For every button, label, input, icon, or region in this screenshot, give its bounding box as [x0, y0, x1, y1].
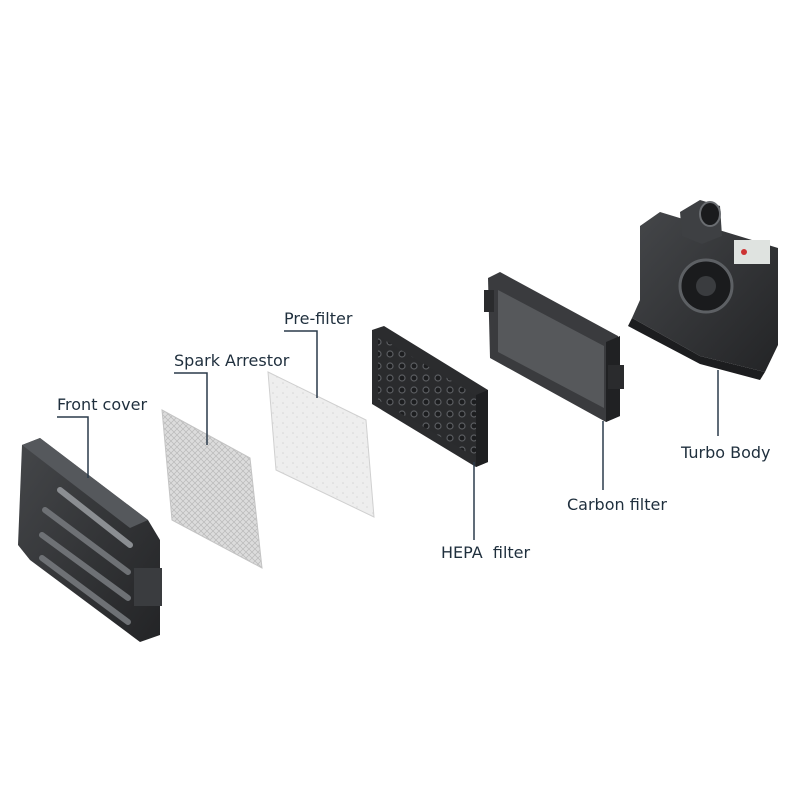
- hepa-filter-part: [372, 326, 488, 467]
- label-spark-arrestor: Spark Arrestor: [174, 351, 290, 370]
- label-carbon-filter: Carbon filter: [567, 495, 667, 514]
- pre-filter-part: [267, 371, 375, 518]
- leader-front-cover: [57, 416, 89, 478]
- turbo-body-part: [628, 200, 778, 380]
- label-pre-filter: Pre-filter: [284, 309, 353, 328]
- label-turbo-body: Turbo Body: [681, 443, 771, 462]
- leader-lines: [57, 330, 719, 540]
- label-hepa-filter: HEPA filter: [441, 543, 531, 562]
- label-front-cover: Front cover: [57, 395, 148, 414]
- leader-spark-arrestor: [174, 372, 208, 445]
- front-cover-part: [18, 438, 162, 642]
- leader-pre-filter: [284, 330, 318, 398]
- carbon-filter-part: [484, 272, 624, 422]
- spark-arrestor-part: [161, 409, 263, 569]
